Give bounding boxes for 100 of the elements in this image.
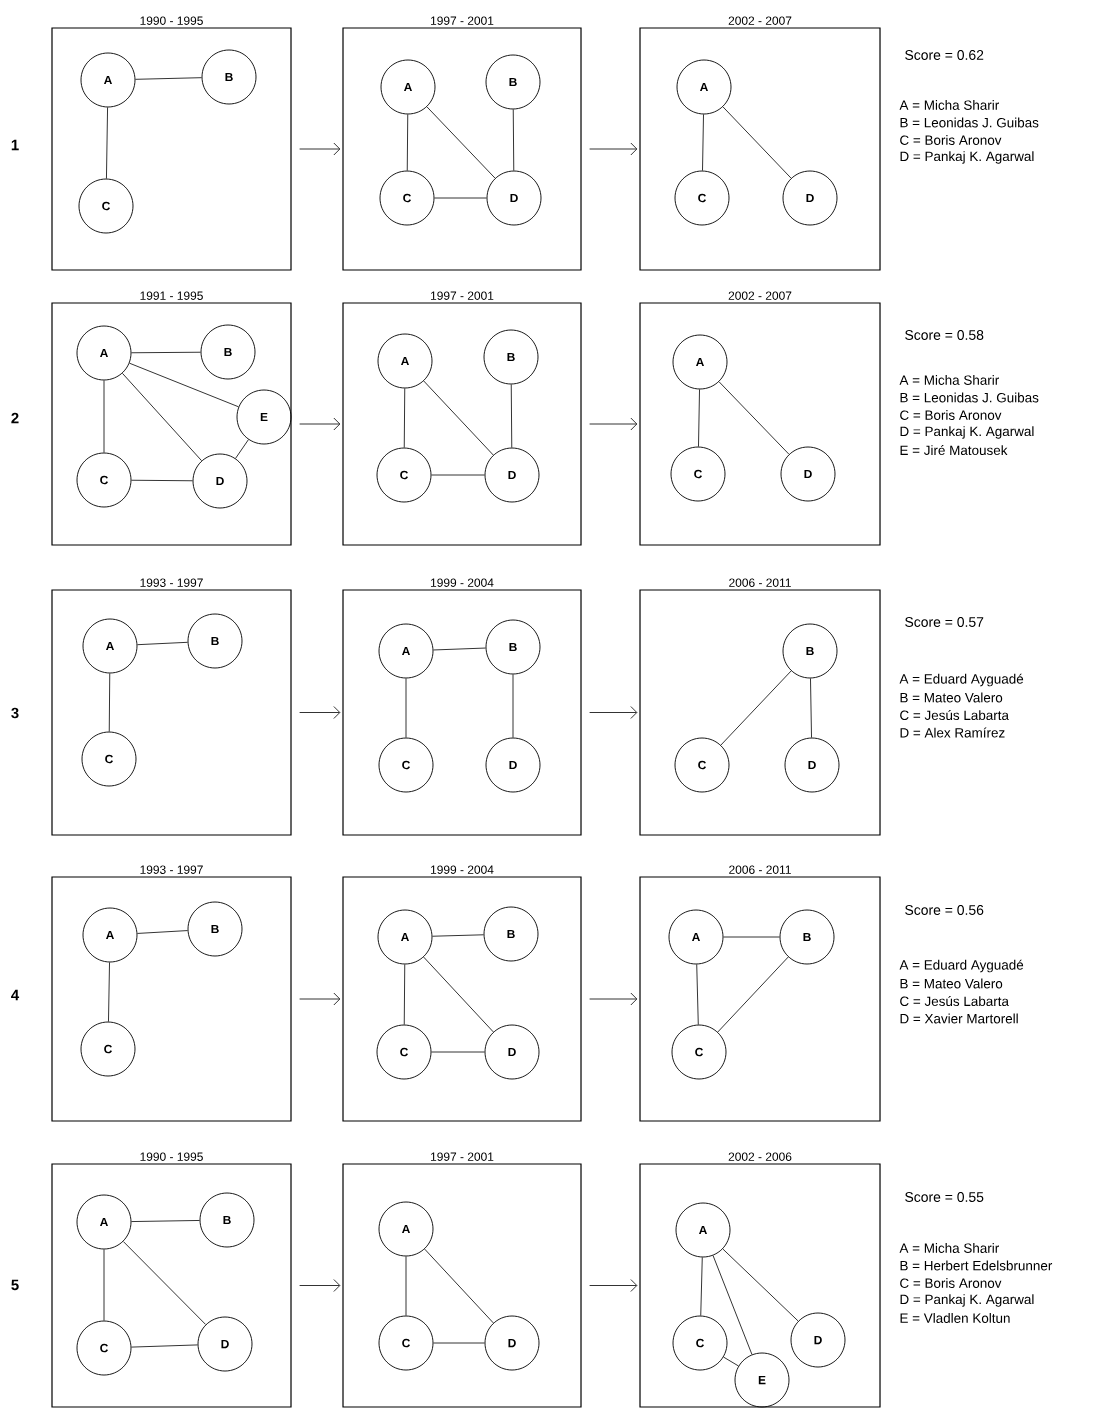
circle-node: D (486, 170, 542, 226)
circle-node: C (376, 1024, 432, 1080)
edge-line (723, 936, 780, 938)
score-text: Score = 0.56 (905, 905, 984, 915)
circle-node: C (671, 1024, 727, 1080)
node-label: 1990 - 1995 (140, 1152, 203, 1161)
row-number: 1 (11, 139, 19, 151)
author-key: D = Xavier Martorell (900, 1013, 1018, 1024)
node-label: 1991 - 1995 (140, 291, 203, 300)
author-key: E = Jiré Matousek (900, 445, 1008, 455)
author-key: B = Leonidas J. Guibas (900, 392, 1039, 403)
edge-line (512, 674, 514, 738)
double-arrow (299, 706, 341, 719)
circle-node: A (82, 618, 138, 674)
circle-node: A (377, 909, 433, 965)
circle-node: C (672, 1315, 728, 1371)
circle-node: A (76, 1194, 132, 1250)
circle-node: B (779, 909, 835, 965)
edge-line (106, 107, 108, 179)
circle-node: A (380, 59, 436, 115)
edge-line (698, 389, 700, 447)
circle-node: E (734, 1352, 790, 1408)
circle-node: D (784, 737, 840, 793)
edge-line (696, 964, 699, 1025)
edge-line (405, 1256, 407, 1316)
circle-node: C (379, 170, 435, 226)
author-key: C = Boris Aronov (900, 135, 1002, 145)
circle-node: D (782, 170, 838, 226)
double-arrow (589, 992, 638, 1006)
edge-line (131, 479, 193, 482)
circle-node: D (484, 447, 540, 503)
author-key: D = Pankaj K. Agarwal (900, 151, 1034, 164)
edge-line (431, 1051, 485, 1053)
edge-line (700, 1257, 703, 1316)
circle-node: B (201, 49, 257, 105)
edge-line (423, 380, 494, 456)
double-arrow (589, 1279, 638, 1292)
node-label: 1990 - 1995 (140, 16, 203, 25)
author-key: C = Jesús Labarta (900, 996, 1009, 1006)
edge-line (434, 197, 487, 199)
edge-line (432, 934, 484, 937)
edge-line (720, 670, 792, 746)
edge-line (131, 351, 201, 354)
circle-node: D (197, 1316, 253, 1372)
double-arrow (299, 142, 341, 156)
circle-node: B (187, 901, 243, 957)
circle-node: E (236, 389, 292, 445)
circle-node: A (378, 623, 434, 679)
node-label: 1997 - 2001 (431, 16, 494, 25)
edge-line (424, 1248, 494, 1324)
node-label: 1997 - 2001 (431, 1152, 494, 1161)
circle-node: C (674, 170, 730, 226)
node-label: 1993 - 1997 (140, 865, 203, 874)
author-key: A = Micha Sharir (899, 100, 999, 110)
author-key: A = Micha Sharir (899, 1243, 999, 1253)
node-label: 1999 - 2004 (431, 865, 494, 874)
circle-node: C (674, 737, 730, 793)
circle-node: C (76, 452, 132, 508)
circle-node: A (672, 334, 728, 390)
circle-node: D (485, 737, 541, 793)
node-label: 2002 - 2006 (728, 1152, 792, 1161)
circle-node: D (484, 1024, 540, 1080)
edge-line (137, 641, 188, 646)
edge-line (406, 114, 409, 171)
node-label: 1997 - 2001 (431, 291, 494, 300)
circle-node: A (80, 52, 136, 108)
edge-line (426, 106, 496, 179)
author-key: B = Herbert Edelsbrunner (900, 1260, 1053, 1271)
author-key: B = Leonidas J. Guibas (900, 117, 1039, 128)
circle-node: A (676, 59, 732, 115)
edge-line (722, 106, 792, 179)
circle-node: C (376, 447, 432, 503)
author-key: B = Mateo Valero (900, 978, 1003, 989)
node-label: 2006 - 2011 (729, 865, 791, 874)
circle-node: A (377, 333, 433, 389)
edge-line (433, 647, 486, 651)
edge-line (433, 1342, 485, 1344)
circle-node: D (192, 453, 248, 509)
edge-line (131, 1220, 200, 1222)
circle-node: B (483, 906, 539, 962)
circle-node: B (483, 329, 539, 385)
author-key: D = Alex Ramírez (900, 727, 1005, 738)
score-text: Score = 0.58 (905, 330, 984, 340)
author-key: C = Jesús Labarta (900, 710, 1009, 720)
edge-line (122, 1241, 207, 1325)
circle-node: C (378, 737, 434, 793)
double-arrow (589, 706, 638, 719)
double-arrow (299, 1279, 341, 1292)
edge-line (423, 956, 494, 1033)
circle-node: A (668, 909, 724, 965)
edge-line (702, 114, 704, 171)
double-arrow (589, 142, 638, 156)
author-key: A = Eduard Ayguadé (899, 673, 1024, 687)
row-number: 3 (11, 707, 19, 719)
node-label: 1999 - 2004 (431, 578, 494, 587)
circle-node: B (782, 623, 838, 679)
author-key: A = Eduard Ayguadé (899, 959, 1024, 973)
row-number: 4 (11, 989, 20, 1001)
circle-node: D (484, 1315, 540, 1371)
circle-node: C (80, 1021, 136, 1077)
